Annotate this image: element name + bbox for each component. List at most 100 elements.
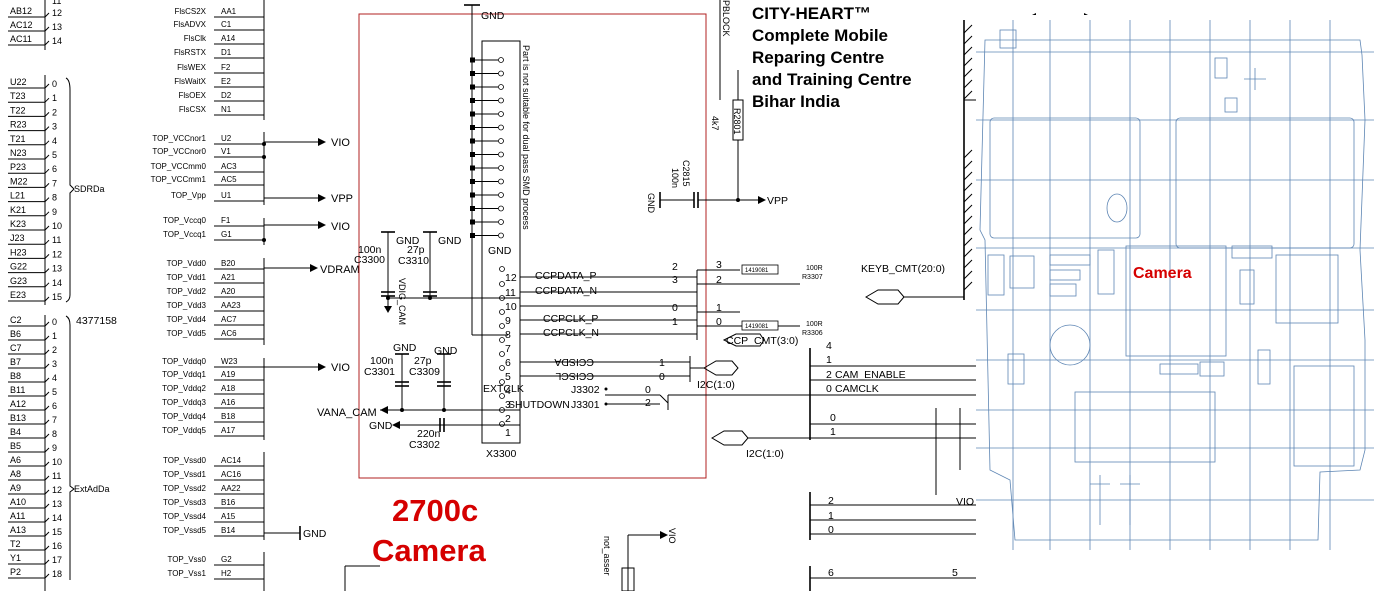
pin-name: TOP_VCCnor0	[152, 147, 206, 156]
bus-ball: P2	[10, 567, 21, 577]
shutdown-label: SHUTDOWN	[508, 399, 570, 411]
pin-name: FlsRSTX	[174, 48, 207, 57]
bus-ball: B11	[10, 385, 25, 395]
c3302-val: 220n	[417, 428, 441, 440]
bus-ball: J23	[10, 233, 25, 243]
bus-ball: M22	[10, 176, 28, 186]
r3306-val: 100R	[806, 321, 823, 328]
vio-label-2: VIO	[331, 221, 350, 233]
bus-ball: U22	[10, 77, 27, 87]
gnd-c3309: GND	[434, 345, 458, 357]
gnd-label-c3302: GND	[369, 420, 393, 432]
cam-enable-label: CAM_ENABLE	[835, 369, 906, 381]
connector-pin-num: 12	[505, 272, 517, 284]
c3300-ref: C3300	[354, 254, 385, 266]
pin-name: TOP_VCCmm1	[151, 175, 207, 184]
pin-name: TOP_Vssd3	[163, 498, 207, 507]
pin-name: TOP_Vddq2	[162, 384, 206, 393]
pin-ball: G2	[221, 555, 232, 564]
pin-name: TOP_Vddq3	[162, 398, 206, 407]
ccpclk-p-label: CCPCLK_P	[543, 313, 598, 325]
pin-name: TOP_VCCmm0	[151, 162, 207, 171]
bus-bit: 10	[52, 221, 62, 231]
ccp-num-b1: 2	[716, 274, 722, 286]
bus-ball: T22	[10, 105, 26, 115]
bus-bit: 1	[52, 331, 57, 341]
pcb-board: Camera	[976, 15, 1378, 555]
bus-bit: 14	[52, 36, 62, 46]
bus-bit: 4	[52, 373, 57, 383]
ccp-num-d1: 0	[716, 316, 722, 328]
bus-bit: 6	[52, 401, 57, 411]
bus-ball: A12	[10, 399, 26, 409]
right-bus: KEYB_CMT(20:0) 5 4 1 2 0 CAM_ENABLE CAMC…	[711, 13, 1092, 591]
bus-ball: AC11	[10, 34, 32, 44]
connector-pin-num: 1	[505, 427, 511, 439]
pin-name: FlsOEX	[178, 91, 206, 100]
pin-name: TOP_Vdd5	[167, 329, 207, 338]
bus-ball: A11	[10, 511, 25, 521]
r2801-ref: R2801	[732, 108, 742, 135]
i2c-num-1: 0	[659, 371, 665, 383]
pin-name: TOP_Vdd4	[167, 315, 207, 324]
pin-ball: A17	[221, 426, 236, 435]
pin-ball: A20	[221, 287, 236, 296]
vdig-cam-label: VDIG_CAM	[397, 278, 407, 325]
title-line-2: Camera	[372, 533, 486, 568]
bus-ball: C7	[10, 343, 22, 353]
c3310-val: 27p	[407, 244, 425, 256]
bus-bit: 2	[52, 345, 57, 355]
c3301-val: 100n	[370, 355, 394, 367]
bottom-misc: not_asser VIO	[344, 528, 677, 591]
bus-ball: E23	[10, 290, 26, 300]
supply-arrows: VIO VPP VIO VDRAM VIO GND	[264, 137, 360, 540]
bus-bit: 9	[52, 207, 57, 217]
pin-name: TOP_Vccq0	[163, 216, 207, 225]
bus-bit: 18	[52, 569, 62, 579]
gnd-label-left: GND	[303, 528, 327, 540]
cmt-num-0: 0	[826, 383, 832, 395]
cmt-num-4: 4	[826, 340, 832, 352]
pin-ball: A15	[221, 512, 236, 521]
pin-name: TOP_Vss0	[167, 555, 206, 564]
vdram-label: VDRAM	[320, 264, 360, 276]
c3301-ref: C3301	[364, 366, 395, 378]
i2c-label-1: I2C(1:0)	[697, 379, 735, 391]
board-camera-label: Camera	[1133, 265, 1192, 282]
cmt-num-2: 2	[826, 369, 832, 381]
pin-name: FlsADVX	[174, 20, 207, 29]
pin-ball: D2	[221, 91, 232, 100]
ccisdl-label: CCISCL	[555, 370, 594, 382]
bus-ball: A6	[10, 455, 21, 465]
pin-ball: D1	[221, 48, 232, 57]
pin-name: TOP_Vdd3	[167, 301, 207, 310]
pin-name: TOP_Vpp	[171, 191, 207, 200]
bus-ball: A8	[10, 469, 21, 479]
bus-bit: 15	[52, 527, 62, 537]
ccisda-label: CCISDA	[554, 356, 594, 368]
pblock-label: PBLOCK	[721, 0, 731, 37]
pin-name: FlsCSX	[179, 105, 207, 114]
bus-ball: N23	[10, 148, 27, 158]
gnd-c3301: GND	[393, 342, 417, 354]
bus-bit: 11	[52, 471, 61, 481]
bus-bit: 14	[52, 513, 62, 523]
bus-bit: 8	[52, 193, 57, 203]
pin-ball: AC7	[221, 315, 237, 324]
r3306-ref: R3306	[802, 330, 823, 337]
bus-bit: 7	[52, 178, 57, 188]
bus-ball: A9	[10, 483, 21, 493]
bus-ball: L21	[10, 191, 25, 201]
pin-ball: AA22	[221, 484, 241, 493]
pin-ball: V1	[221, 147, 231, 156]
pin-ball: A21	[221, 273, 236, 282]
bus-bit: 9	[52, 443, 57, 453]
bus-bit: 5	[52, 387, 57, 397]
bus-ball: A10	[10, 497, 26, 507]
i2c-b-num-0: 0	[830, 412, 836, 424]
pin-name: TOP_Vdd0	[167, 259, 207, 268]
connector-x3300: Part is not suitable for dual pass SMD p…	[464, 4, 531, 460]
pin-ball: AC14	[221, 456, 242, 465]
j-num-0: 0	[645, 384, 651, 396]
